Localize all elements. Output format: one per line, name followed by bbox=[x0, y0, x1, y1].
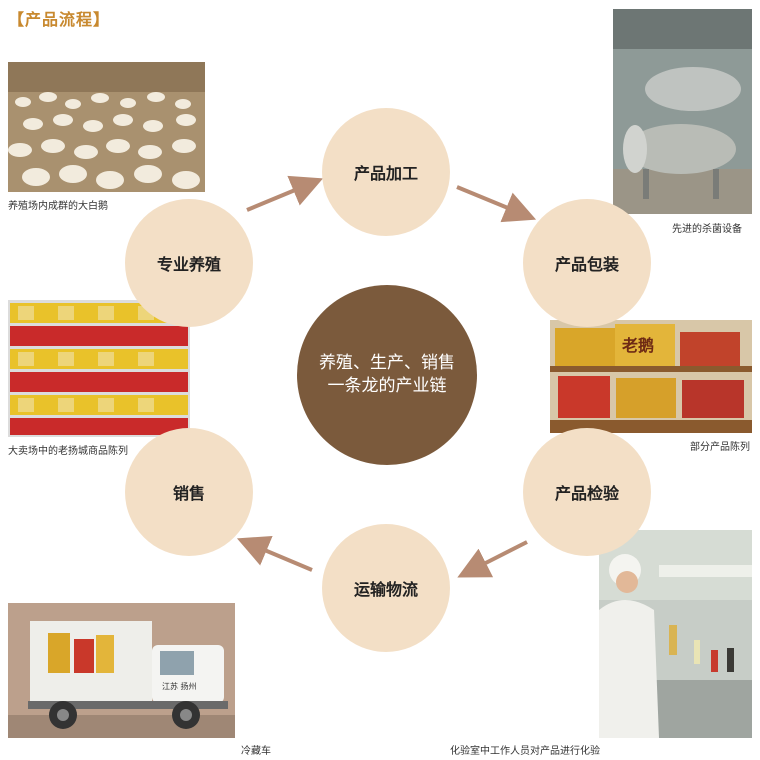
shelves-caption: 大卖场中的老扬城商品陈列 bbox=[8, 446, 128, 457]
center-circle: 养殖、生产、销售 一条龙的产业链 bbox=[297, 285, 477, 465]
step-logistics: 运输物流 bbox=[322, 524, 450, 652]
step-breeding: 专业养殖 bbox=[125, 199, 253, 327]
lab-photo bbox=[599, 530, 752, 738]
center-line-2: 一条龙的产业链 bbox=[327, 376, 447, 396]
geese-caption: 养殖场内成群的大白鹅 bbox=[8, 201, 108, 212]
geese-photo bbox=[8, 62, 205, 192]
center-line-1: 养殖、生产、销售 bbox=[319, 353, 455, 373]
arrow-processing-to-packaging bbox=[456, 185, 537, 223]
step-packaging: 产品包装 bbox=[523, 199, 651, 327]
lab-caption: 化验室中工作人员对产品进行化验 bbox=[450, 746, 600, 757]
sterilizer-caption: 先进的杀菌设备 bbox=[672, 224, 742, 235]
step-processing-label: 产品加工 bbox=[353, 164, 418, 183]
step-sales: 销售 bbox=[125, 428, 253, 556]
shelves-photo bbox=[8, 300, 190, 437]
truck-door-text: 江苏 扬州 bbox=[162, 682, 197, 691]
products-caption: 部分产品陈列 bbox=[690, 442, 750, 453]
step-packaging-label: 产品包装 bbox=[554, 255, 619, 274]
arrow-logistics-to-sales bbox=[236, 536, 313, 572]
arrow-inspection-to-logistics bbox=[457, 540, 528, 578]
arrow-breeding-to-processing bbox=[246, 175, 324, 212]
step-breeding-label: 专业养殖 bbox=[156, 255, 221, 274]
page-title: 【产品流程】 bbox=[8, 10, 111, 29]
step-inspection-label: 产品检验 bbox=[554, 484, 619, 503]
truck-caption: 冷藏车 bbox=[241, 746, 271, 757]
truck-photo: 江苏 扬州 bbox=[8, 603, 235, 738]
products-photo: 老鹅 bbox=[550, 320, 752, 433]
step-logistics-label: 运输物流 bbox=[353, 580, 418, 599]
sterilizer-photo bbox=[613, 9, 752, 214]
step-inspection: 产品检验 bbox=[523, 428, 651, 556]
step-sales-label: 销售 bbox=[172, 484, 205, 503]
product-box-label: 老鹅 bbox=[622, 336, 655, 355]
step-processing: 产品加工 bbox=[322, 108, 450, 236]
